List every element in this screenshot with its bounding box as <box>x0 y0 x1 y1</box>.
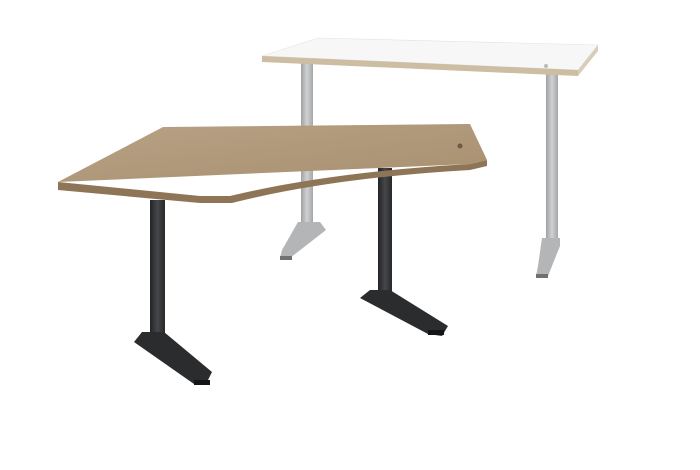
white-desk-right-leg <box>536 72 560 278</box>
white-desk <box>261 37 599 278</box>
wood-desk-top <box>58 124 487 182</box>
wood-desk <box>58 124 487 385</box>
wood-desk-left-leg <box>134 200 212 385</box>
white-desk-edge <box>262 56 578 76</box>
wood-desk-right-leg <box>360 168 448 336</box>
